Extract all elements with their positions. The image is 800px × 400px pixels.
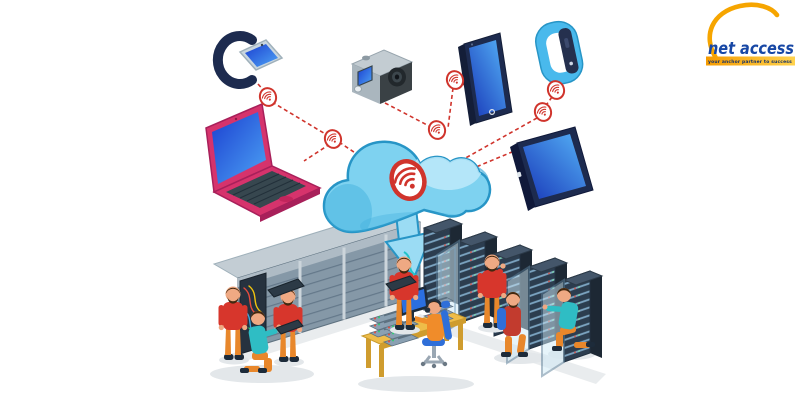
technician-carrying-server	[267, 278, 305, 367]
wifi-icon	[533, 101, 554, 123]
technician-kneeling-laptop	[240, 311, 304, 379]
technician-at-open-cabinet	[477, 254, 508, 333]
operator-at-desk	[415, 298, 452, 369]
action-camera-illustration	[350, 49, 414, 104]
net-access-logo: net access your anchor partner to succes…	[706, 2, 795, 66]
laptop-illustration	[205, 102, 322, 222]
cloud-wifi-icon	[389, 159, 427, 201]
fitness-tracker-illustration	[534, 20, 584, 85]
smartphone-illustration	[458, 32, 513, 126]
smartwatch-illustration	[212, 31, 284, 89]
wifi-icon	[427, 119, 448, 141]
logo-title: net access	[708, 39, 794, 59]
technician-with-backpack	[497, 292, 528, 357]
technician-kneeling-right	[542, 288, 595, 351]
logo-tagline: your anchor partner to success	[708, 59, 792, 65]
technician-laptop-at-rack	[385, 251, 420, 335]
logo-swoosh	[707, 2, 780, 61]
tablet-illustration	[510, 126, 594, 211]
wifi-icon	[323, 128, 344, 150]
